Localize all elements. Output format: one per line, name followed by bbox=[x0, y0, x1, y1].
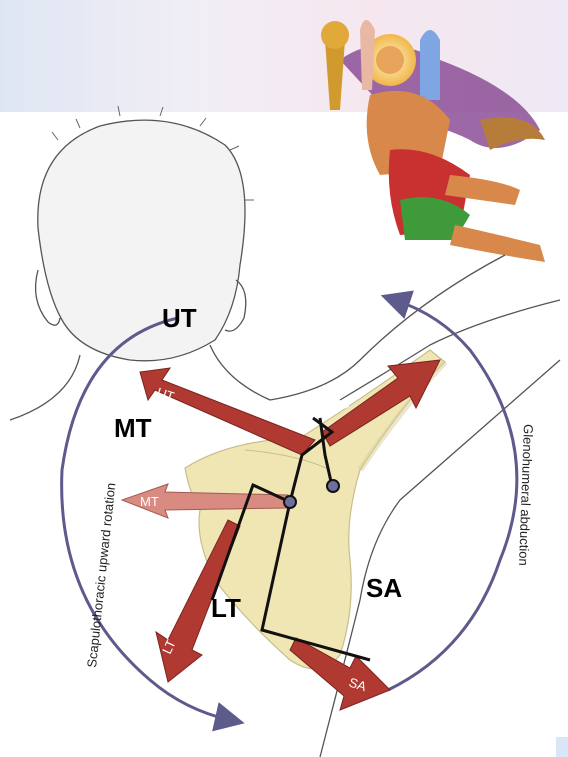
head-outline bbox=[9, 105, 271, 421]
label-sa: SA bbox=[366, 573, 402, 603]
muscle-arrow-del bbox=[321, 359, 441, 447]
glenohumeral-arc bbox=[380, 290, 519, 692]
arrow-label-lt: LT bbox=[159, 637, 179, 656]
decorative-illustration bbox=[321, 20, 545, 262]
muscle-arrow-mt bbox=[120, 483, 289, 519]
joint-pivot-right bbox=[326, 479, 340, 493]
label-ut: UT bbox=[162, 303, 197, 333]
arrow-label-mt: MT bbox=[140, 494, 159, 509]
mechanism-lines bbox=[210, 416, 371, 662]
arrow-label-sa: SA bbox=[347, 675, 368, 695]
joint-pivot-left bbox=[283, 495, 297, 509]
corner-decoration bbox=[556, 737, 568, 757]
label-lt: LT bbox=[211, 593, 241, 623]
muscle-arrow-ut bbox=[139, 367, 316, 456]
arrow-label-ut: UT bbox=[155, 385, 176, 405]
scapulothoracic-arc bbox=[60, 316, 245, 732]
label-mt: MT bbox=[114, 413, 152, 443]
arc-label-glenohumeral: Glenohumeral abduction bbox=[516, 424, 536, 566]
